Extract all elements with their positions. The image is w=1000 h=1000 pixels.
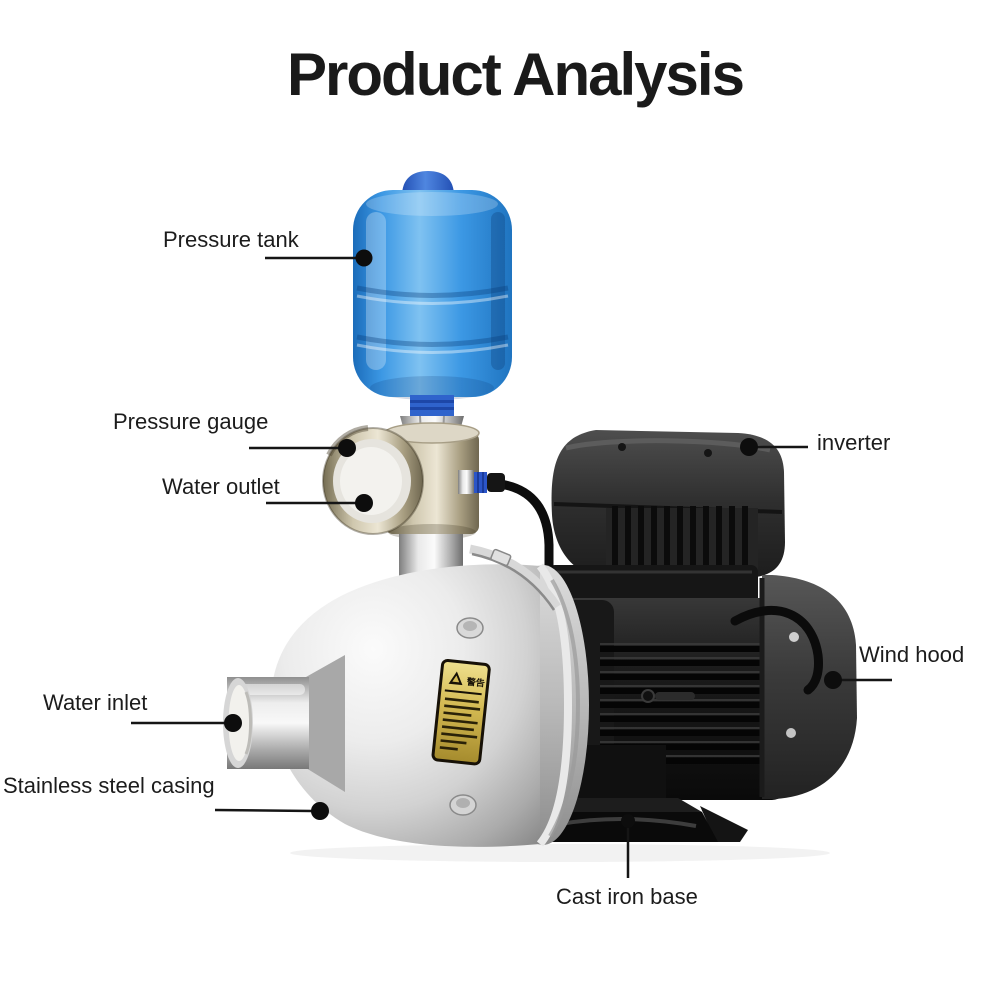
label-pressure-tank: Pressure tank bbox=[163, 227, 299, 252]
svg-text:警告: 警告 bbox=[466, 676, 485, 690]
warning-label: 警告 bbox=[431, 658, 491, 766]
leader-dots bbox=[224, 249, 842, 828]
label-water-outlet: Water outlet bbox=[162, 474, 280, 499]
pressure-sensor-graphic bbox=[458, 470, 505, 494]
pressure-tank-graphic bbox=[353, 171, 512, 435]
inverter-graphic bbox=[551, 430, 785, 577]
label-wind-hood: Wind hood bbox=[859, 642, 965, 667]
dot-stainless-casing bbox=[311, 802, 329, 820]
power-cable bbox=[730, 605, 823, 695]
pressure-gauge-graphic bbox=[322, 425, 424, 535]
dot-cast-iron-base bbox=[621, 814, 635, 828]
dot-pressure-tank bbox=[355, 249, 373, 267]
label-inverter: inverter bbox=[817, 430, 891, 455]
leader-lines bbox=[131, 256, 892, 878]
cast-iron-base-graphic bbox=[528, 745, 748, 842]
page-title: Product Analysis bbox=[287, 41, 745, 108]
label-water-inlet: Water inlet bbox=[43, 690, 148, 715]
label-pressure-gauge: Pressure gauge bbox=[113, 409, 269, 434]
dot-water-inlet bbox=[224, 714, 242, 732]
dot-wind-hood bbox=[824, 671, 842, 689]
leader-stainless-casing bbox=[214, 808, 313, 813]
dot-pressure-gauge bbox=[338, 439, 356, 457]
ground-shadow bbox=[290, 844, 830, 862]
dot-inverter bbox=[740, 438, 758, 456]
label-cast-iron-base: Cast iron base bbox=[556, 884, 698, 909]
dot-water-outlet bbox=[355, 494, 373, 512]
sensor-cable bbox=[495, 479, 554, 579]
label-stainless-steel-casing: Stainless steel casing bbox=[3, 773, 215, 798]
stainless-casing-graphic: 警告 bbox=[223, 544, 589, 847]
pump-head-manifold bbox=[322, 422, 505, 578]
